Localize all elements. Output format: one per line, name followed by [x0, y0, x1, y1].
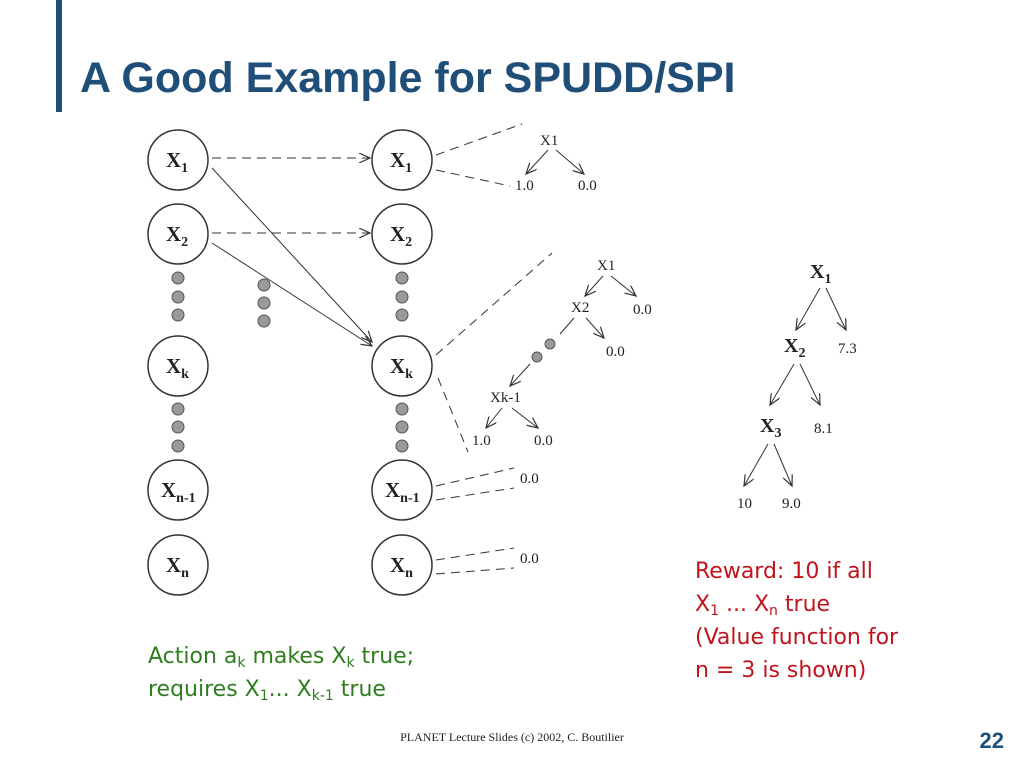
tree-xk-root-leaf: 0.0 — [633, 302, 652, 318]
cpt-tree-x1: X1 1.0 0.0 — [515, 133, 597, 194]
value-tree-root: X1 — [810, 261, 831, 287]
action-caption-line-2: requires X1... Xk-1 true — [148, 677, 386, 704]
ellipsis-dots-right-upper — [395, 271, 409, 322]
value-tree-third: X3 — [760, 415, 781, 441]
pointer-xk-lower — [437, 377, 469, 453]
svg-text:Xk: Xk — [390, 354, 413, 382]
reward-caption: Reward: 10 if all X1 ... Xn true (Value … — [695, 555, 898, 687]
action-caption-line-1: Action ak makes Xk true; — [148, 644, 415, 671]
right-node-x1: X1 — [371, 129, 433, 191]
right-node-x2: X2 — [371, 203, 433, 265]
tree-xk-leaf-left: 1.0 — [472, 433, 491, 449]
right-node-xk: Xk — [371, 335, 433, 397]
value-function-tree: X1 7.3 X2 8.1 X3 10 9.0 — [737, 261, 857, 512]
value-tree-second: X2 — [784, 335, 805, 361]
tree-x1-leaf-right: 0.0 — [578, 178, 597, 194]
pointer-x1-lower — [435, 169, 511, 187]
ellipsis-dots-left-lower — [171, 402, 185, 453]
cpt-tree-xk: X1 0.0 X2 0.0 Xk-1 1.0 0.0 — [472, 258, 652, 449]
svg-text:X2: X2 — [166, 222, 188, 250]
leaf-xn: 0.0 — [520, 551, 539, 567]
left-node-x2: X2 — [147, 203, 209, 265]
arc-x1-xk — [211, 167, 372, 342]
pointer-xk-upper — [435, 252, 553, 356]
slide-footer: PLANET Lecture Slides (c) 2002, C. Bouti… — [400, 730, 624, 744]
right-node-xn: Xn — [371, 534, 433, 596]
tree-x1-root: X1 — [540, 133, 558, 149]
svg-text:X2: X2 — [390, 222, 412, 250]
tree-xk-last: Xk-1 — [490, 390, 521, 406]
reward-caption-line-1: Reward: 10 if all — [695, 559, 873, 584]
svg-text:X1: X1 — [166, 148, 188, 176]
title-accent-bar — [56, 0, 62, 112]
pointer-x1-upper — [435, 123, 523, 156]
value-tree-second-leaf: 8.1 — [814, 421, 833, 437]
pointer-xn-upper — [435, 547, 515, 561]
tree-x1-leaf-left: 1.0 — [515, 178, 534, 194]
left-node-xn: Xn — [147, 534, 209, 596]
pointer-xn-lower — [435, 567, 515, 575]
ellipsis-dots-left-upper — [171, 271, 185, 322]
reward-caption-line-4: n = 3 is shown) — [695, 658, 867, 683]
pointer-xn-1-upper — [435, 467, 515, 487]
svg-text:Xn-1: Xn-1 — [385, 478, 420, 506]
value-tree-leaf-left: 10 — [737, 496, 752, 512]
slide-title: A Good Example for SPUDD/SPI — [80, 54, 736, 102]
left-node-xn-1: Xn-1 — [147, 459, 209, 521]
tree-xk-second: X2 — [571, 300, 589, 316]
value-tree-root-leaf: 7.3 — [838, 341, 857, 357]
svg-text:Xn-1: Xn-1 — [161, 478, 196, 506]
leaf-xn-1: 0.0 — [520, 471, 539, 487]
reward-caption-line-2: X1 ... Xn true — [695, 592, 831, 619]
pointer-xn-1-lower — [435, 487, 515, 501]
arc-x2-xk — [211, 242, 372, 346]
reward-caption-line-3: (Value function for — [695, 625, 899, 650]
value-tree-leaf-right: 9.0 — [782, 496, 801, 512]
page-number: 22 — [979, 728, 1004, 753]
left-node-xk: Xk — [147, 335, 209, 397]
tree-xk-root: X1 — [597, 258, 615, 274]
tree-xk-leaf-right: 0.0 — [534, 433, 553, 449]
svg-text:X1: X1 — [390, 148, 412, 176]
svg-text:Xk: Xk — [166, 354, 189, 382]
ellipsis-dots-right-lower — [395, 402, 409, 453]
svg-text:Xn: Xn — [390, 553, 413, 581]
svg-text:Xn: Xn — [166, 553, 189, 581]
tree-xk-second-leaf: 0.0 — [606, 344, 625, 360]
right-node-xn-1: Xn-1 — [371, 459, 433, 521]
action-caption: Action ak makes Xk true; requires X1... … — [148, 640, 414, 706]
left-node-x1: X1 — [147, 129, 209, 191]
ellipsis-dots-middle — [257, 278, 271, 328]
